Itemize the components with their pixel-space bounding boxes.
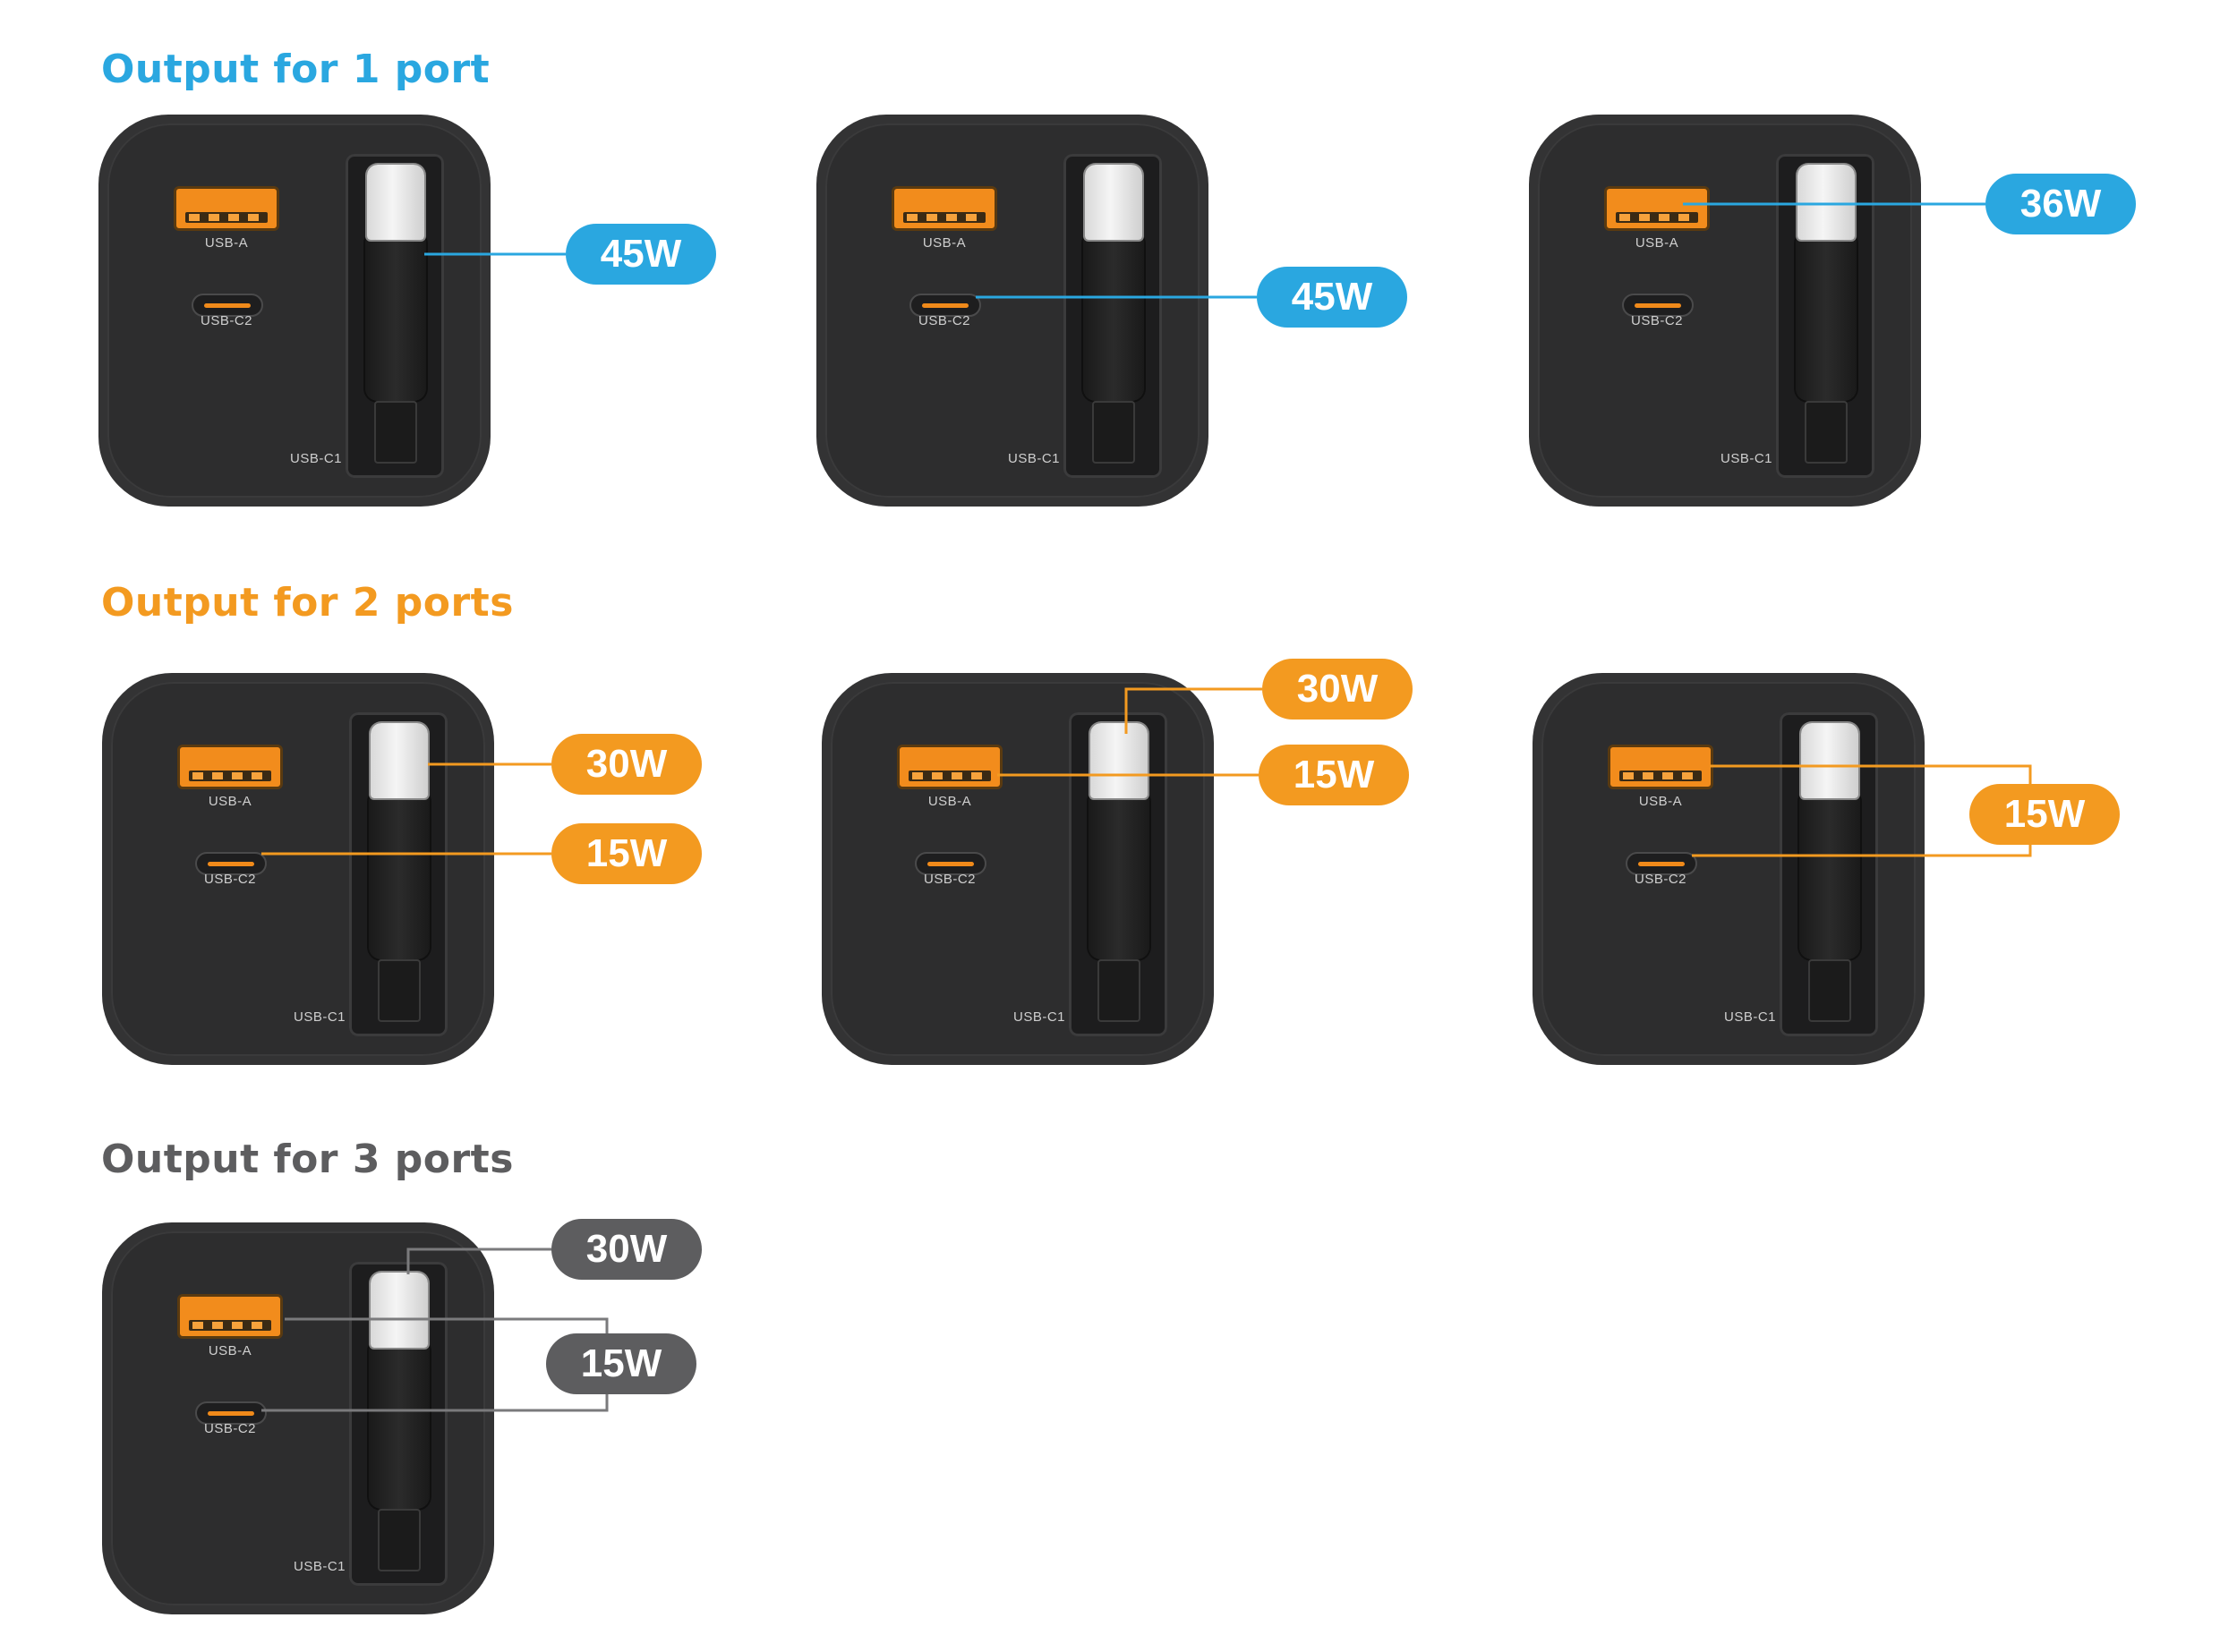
cable-body — [1089, 789, 1149, 959]
cable-body — [1083, 231, 1144, 401]
usb-c1-label: USB-C1 — [293, 1559, 346, 1574]
usb-c1-label: USB-C1 — [289, 451, 342, 466]
usb-a-label: USB-A — [1638, 794, 1683, 809]
usb-c1-plug — [367, 165, 424, 240]
usb-c2-label: USB-C2 — [203, 872, 256, 887]
usb-a-label: USB-A — [1635, 235, 1679, 251]
usb-c1-plug — [1085, 165, 1142, 240]
charger-card: USB-A USB-C2 USB-C1 — [822, 673, 1214, 1065]
usb-c2-label: USB-C2 — [203, 1421, 256, 1436]
usb-c2-port — [192, 294, 263, 317]
charger-card: USB-A USB-C2 USB-C1 — [816, 115, 1208, 507]
usb-c2-port — [195, 852, 267, 875]
cable-body — [1799, 789, 1860, 959]
usb-c1-plug — [371, 1273, 428, 1348]
usb-c1-plug — [1801, 723, 1858, 798]
usb-c1-label: USB-C1 — [1720, 451, 1772, 466]
wattage-badge: 45W — [566, 224, 716, 285]
usb-a-port — [1608, 745, 1713, 789]
wattage-badge: 30W — [551, 1219, 702, 1280]
usb-c2-label: USB-C2 — [1630, 313, 1683, 328]
wattage-badge: 15W — [1259, 745, 1409, 805]
usb-a-port — [1604, 186, 1710, 231]
wattage-badge: 15W — [551, 823, 702, 884]
usb-c2-port — [915, 852, 986, 875]
usb-c2-label: USB-C2 — [923, 872, 976, 887]
heading-3-ports: Output for 3 ports — [101, 1137, 514, 1182]
cable-tail — [378, 1509, 421, 1571]
charger-card: USB-A USB-C2 USB-C1 — [102, 1222, 494, 1614]
usb-c2-port — [1626, 852, 1697, 875]
usb-c1-label: USB-C1 — [1723, 1009, 1776, 1025]
cable-body — [1796, 231, 1857, 401]
heading-1-port: Output for 1 port — [101, 47, 491, 92]
cable-tail — [1808, 959, 1851, 1022]
cable-tail — [378, 959, 421, 1022]
usb-c2-port — [909, 294, 981, 317]
cable-tail — [1092, 401, 1135, 464]
cable-tail — [374, 401, 417, 464]
usb-c2-label: USB-C2 — [200, 313, 252, 328]
wattage-badge: 30W — [1262, 659, 1413, 720]
cable-body — [365, 231, 426, 401]
heading-2-ports: Output for 2 ports — [101, 580, 514, 626]
usb-c1-plug — [1797, 165, 1855, 240]
wattage-badge: 15W — [1969, 784, 2120, 845]
wattage-badge: 30W — [551, 734, 702, 795]
usb-c1-label: USB-C1 — [1007, 451, 1060, 466]
usb-c1-plug — [371, 723, 428, 798]
usb-a-label: USB-A — [922, 235, 967, 251]
wattage-badge: 36W — [1985, 174, 2136, 234]
usb-c1-label: USB-C1 — [1012, 1009, 1065, 1025]
usb-a-port — [174, 186, 279, 231]
usb-a-port — [177, 745, 283, 789]
usb-a-port — [177, 1294, 283, 1339]
wattage-badge: 15W — [546, 1333, 696, 1394]
wattage-badge: 45W — [1257, 267, 1407, 328]
usb-c2-label: USB-C2 — [1634, 872, 1686, 887]
usb-a-label: USB-A — [927, 794, 972, 809]
usb-a-port — [892, 186, 997, 231]
usb-a-label: USB-A — [208, 794, 252, 809]
usb-a-label: USB-A — [204, 235, 249, 251]
charger-card: USB-A USB-C2 USB-C1 — [102, 673, 494, 1065]
usb-c2-label: USB-C2 — [918, 313, 970, 328]
cable-body — [369, 789, 430, 959]
usb-c2-port — [195, 1401, 267, 1425]
usb-c1-plug — [1090, 723, 1148, 798]
usb-c1-label: USB-C1 — [293, 1009, 346, 1025]
charger-card: USB-A USB-C2 USB-C1 — [1529, 115, 1921, 507]
usb-c2-port — [1622, 294, 1694, 317]
usb-a-port — [897, 745, 1003, 789]
charger-card: USB-A USB-C2 USB-C1 — [98, 115, 491, 507]
cable-tail — [1805, 401, 1848, 464]
usb-a-label: USB-A — [208, 1343, 252, 1358]
cable-tail — [1097, 959, 1140, 1022]
charger-card: USB-A USB-C2 USB-C1 — [1533, 673, 1925, 1065]
cable-body — [369, 1339, 430, 1509]
